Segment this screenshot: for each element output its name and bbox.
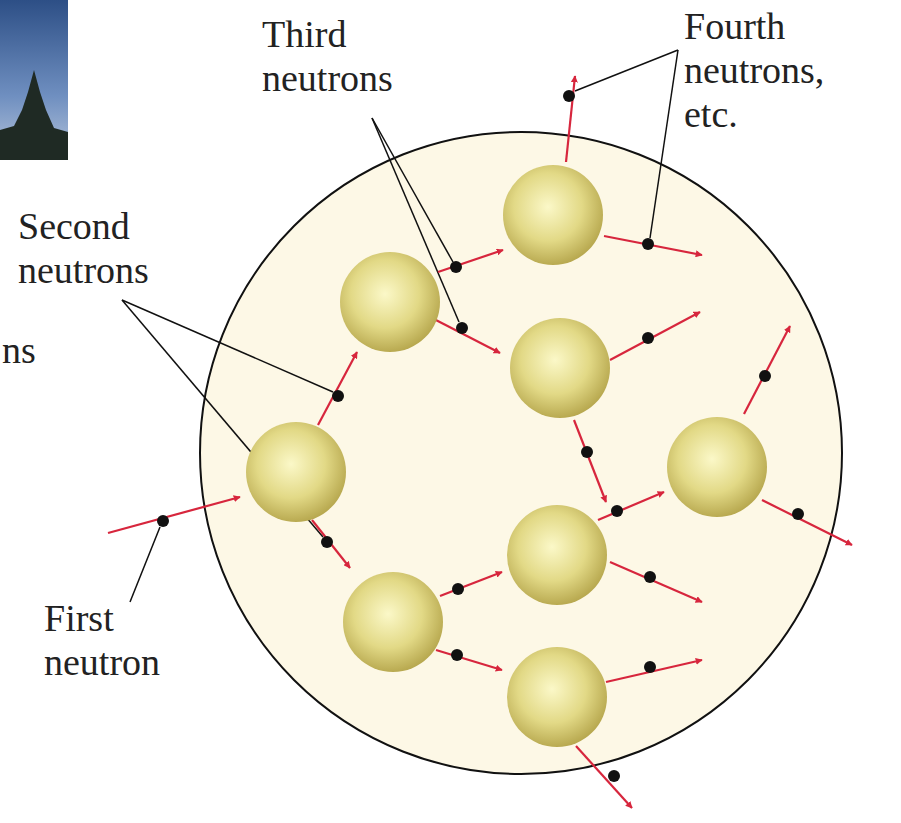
callout-label: Second neutrons xyxy=(18,204,218,292)
fissile-mass xyxy=(200,132,842,774)
callout-label: First neutron xyxy=(44,596,234,684)
photo-thumbnail xyxy=(0,0,68,160)
callout-label: ns xyxy=(2,328,62,372)
nuclei xyxy=(246,165,767,747)
callout-label: Fourth neutrons, etc. xyxy=(684,4,844,136)
callout-label: Third neutrons xyxy=(262,12,462,100)
neutron-dots xyxy=(157,90,804,782)
leader-lines xyxy=(122,50,678,602)
neutron-paths xyxy=(108,76,852,808)
